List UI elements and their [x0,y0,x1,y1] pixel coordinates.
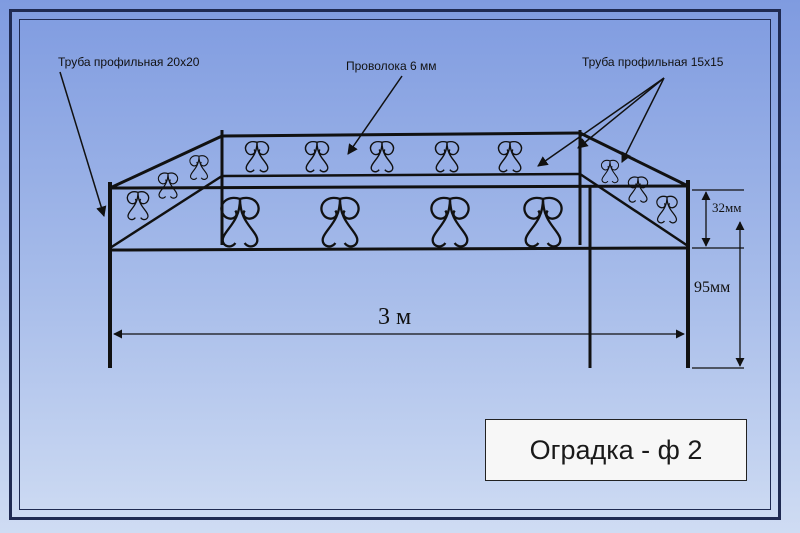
outer-frame [9,9,781,520]
front-fence [108,180,690,368]
length-dimension: 3 м [378,304,412,330]
post-height-dimension: 95мм [694,279,731,296]
label-pipe-15x15: Труба профильная 15х15 [582,55,724,69]
diagram-title: Оградка - ф 2 [529,434,703,465]
label-wire-6mm: Проволока 6 мм [346,59,437,73]
leader-arrows [59,71,665,218]
dimension-lines [113,189,745,369]
title-box: Оградка - ф 2 [485,419,747,481]
left-side-fence [109,134,223,250]
top-height-dimension: 32мм [712,200,742,215]
inner-frame [19,19,771,510]
right-side-fence [579,131,689,248]
label-pipe-20x20: Труба профильная 20х20 [58,55,200,69]
